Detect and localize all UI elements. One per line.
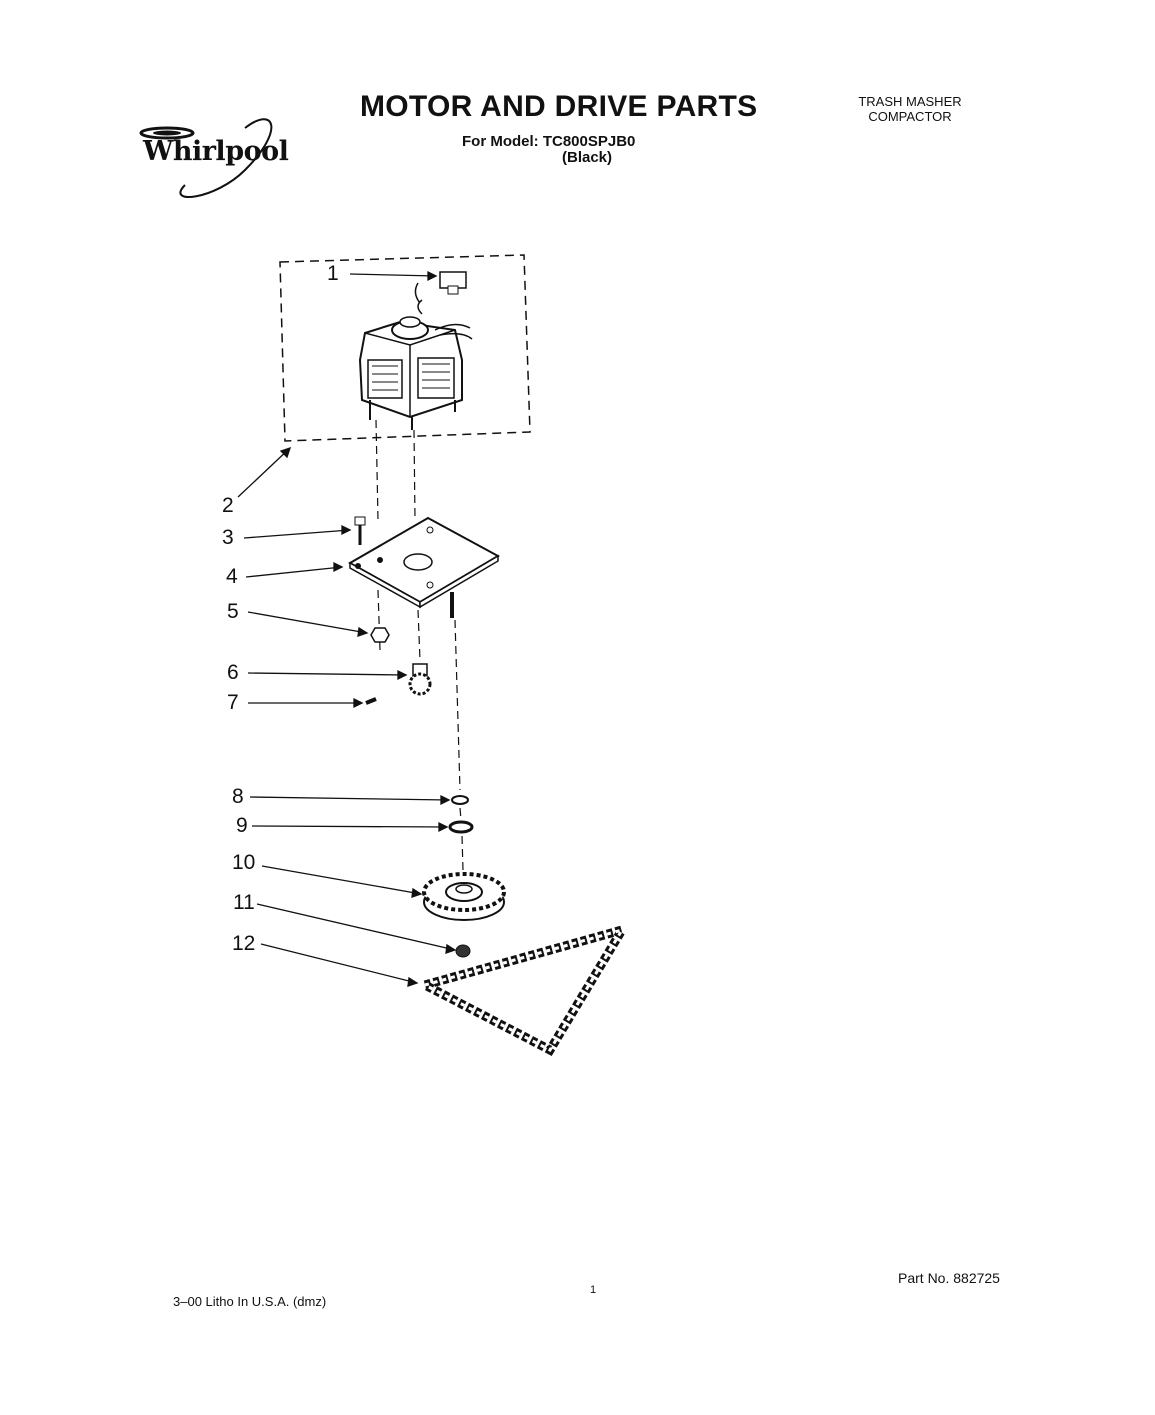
leader-lines [237,270,457,987]
logo-swirl-icon [139,118,273,198]
page-number: 1 [590,1284,597,1296]
callout-11: 11 [233,891,255,914]
part-6-sprocket [408,663,432,696]
part-3-screw [354,516,366,545]
callout-7: 7 [227,691,239,714]
motor [358,316,473,430]
callout-10: 10 [232,851,256,874]
part-9-washer [448,820,474,834]
category-line-1: TRASH MASHER [858,94,962,109]
part-5-nut [370,627,390,643]
part-11-retainer [455,944,471,958]
part-8-washer [451,795,469,805]
part-10-gear [422,872,506,921]
motor-assembly-outline [279,254,531,442]
model-line: For Model: TC800SPJB0 [462,133,636,150]
callout-3: 3 [222,526,234,549]
color-line: (Black) [562,149,613,166]
callout-12: 12 [232,932,256,955]
part-7-setscrew [365,697,377,705]
callout-5: 5 [227,600,239,623]
callout-8: 8 [232,785,244,808]
part-12-chain [422,922,632,1056]
category-line-2: COMPACTOR [868,109,952,124]
product-category: TRASH MASHER COMPACTOR [850,94,970,124]
part-number: Part No. 882725 [898,1270,1000,1286]
callout-2: 2 [222,494,234,517]
callout-9: 9 [236,814,248,837]
page-title: MOTOR AND DRIVE PARTS [360,90,758,123]
callout-6: 6 [227,661,239,684]
part-1-connector [414,271,467,315]
brand-name: Whirlpool [143,136,289,167]
whirlpool-logo: Whirlpool [125,110,305,205]
callout-4: 4 [226,565,238,588]
callout-1: 1 [327,262,339,285]
part-4-mounting-plate [347,516,501,618]
litho-note: 3–00 Litho In U.S.A. (dmz) [173,1294,327,1309]
